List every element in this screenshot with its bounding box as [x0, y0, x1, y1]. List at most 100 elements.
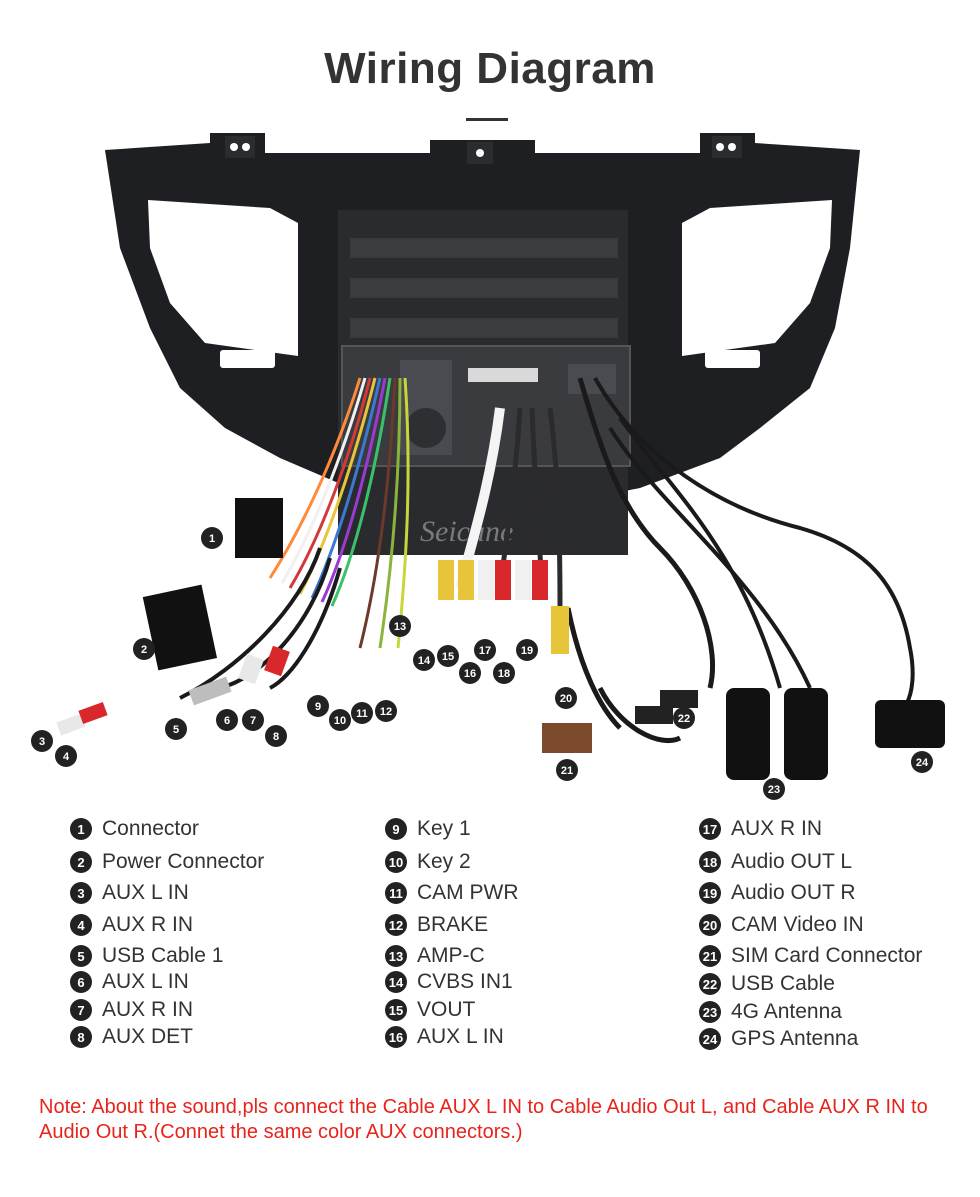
- legend-label: USB Cable 1: [102, 944, 224, 967]
- legend-number: 8: [70, 1026, 92, 1048]
- svg-text:23: 23: [768, 784, 780, 796]
- legend-label: AUX R IN: [102, 913, 194, 936]
- svg-text:12: 12: [380, 706, 392, 718]
- legend-label: CAM PWR: [417, 881, 519, 904]
- legend-number: 24: [699, 1028, 721, 1050]
- legend-number: 10: [385, 851, 407, 873]
- legend-label: USB Cable: [731, 972, 835, 995]
- left-window: [148, 200, 298, 356]
- legend-number: 12: [385, 914, 407, 936]
- svg-text:1: 1: [209, 533, 215, 545]
- legend-label: AUX R IN: [731, 817, 823, 840]
- svg-text:3: 3: [39, 736, 45, 748]
- legend-label: AMP-C: [417, 944, 485, 967]
- legend-number: 11: [385, 882, 407, 904]
- 4g-antenna-right: [784, 688, 828, 780]
- right-slot: [705, 350, 760, 368]
- legend-item: 4 AUX R IN: [70, 912, 193, 938]
- power-connector: [142, 584, 218, 671]
- svg-text:6: 6: [224, 715, 230, 727]
- legend-number: 17: [699, 818, 721, 840]
- svg-text:21: 21: [561, 765, 573, 777]
- legend-label: Audio OUT L: [731, 850, 853, 873]
- svg-text:4: 4: [63, 751, 70, 763]
- svg-text:16: 16: [464, 668, 476, 680]
- sim-connector: [542, 723, 592, 753]
- legend-item: 17 AUX R IN: [699, 816, 822, 842]
- legend-label: AUX L IN: [417, 1025, 504, 1048]
- legend-item: 1 Connector: [70, 816, 199, 842]
- gps-antenna: [875, 700, 945, 748]
- legend-number: 18: [699, 851, 721, 873]
- watermark: Seicane: [420, 515, 513, 548]
- legend-label: CAM Video IN: [731, 913, 864, 936]
- legend-number: 2: [70, 851, 92, 873]
- svg-text:11: 11: [356, 708, 368, 720]
- legend-number: 1: [70, 818, 92, 840]
- legend-item: 10 Key 2: [385, 849, 471, 875]
- svg-text:24: 24: [916, 757, 929, 769]
- legend-item: 24 GPS Antenna: [699, 1026, 858, 1052]
- legend-number: 4: [70, 914, 92, 936]
- legend-number: 20: [699, 914, 721, 936]
- legend-number: 7: [70, 999, 92, 1021]
- svg-text:17: 17: [479, 645, 491, 657]
- legend-item: 20 CAM Video IN: [699, 912, 864, 938]
- legend-item: 21 SIM Card Connector: [699, 943, 922, 969]
- svg-text:2: 2: [141, 644, 147, 656]
- svg-text:9: 9: [315, 701, 321, 713]
- legend-number: 5: [70, 945, 92, 967]
- callouts: 1 2 3 4 5 6 7 8 9 10 11 12 13 14 15 16 1…: [31, 527, 933, 800]
- legend-label: AUX L IN: [102, 881, 189, 904]
- rca-group-center: [438, 560, 548, 600]
- legend-item: 3 AUX L IN: [70, 880, 189, 906]
- legend-label: CVBS IN1: [417, 970, 513, 993]
- legend-label: Connector: [102, 817, 199, 840]
- legend-item: 2 Power Connector: [70, 849, 264, 875]
- svg-text:7: 7: [250, 715, 256, 727]
- legend-number: 22: [699, 973, 721, 995]
- legend-number: 13: [385, 945, 407, 967]
- legend-item: 22 USB Cable: [699, 971, 835, 997]
- legend-label: Audio OUT R: [731, 881, 856, 904]
- legend-label: GPS Antenna: [731, 1027, 859, 1050]
- usb-plug-1: [188, 676, 232, 706]
- svg-text:22: 22: [678, 713, 690, 725]
- legend-number: 21: [699, 945, 721, 967]
- legend-label: BRAKE: [417, 913, 489, 936]
- legend-label: AUX L IN: [102, 970, 189, 993]
- legend-label: AUX R IN: [102, 998, 194, 1021]
- svg-text:20: 20: [560, 693, 572, 705]
- legend-item: 5 USB Cable 1: [70, 943, 223, 969]
- legend-number: 19: [699, 882, 721, 904]
- legend-label: SIM Card Connector: [731, 944, 923, 967]
- legend-label: VOUT: [417, 998, 476, 1021]
- svg-text:8: 8: [273, 731, 279, 743]
- legend-number: 15: [385, 999, 407, 1021]
- svg-text:14: 14: [418, 655, 431, 667]
- svg-text:5: 5: [173, 724, 179, 736]
- sound-note: Note: About the sound,pls connect the Ca…: [39, 1096, 928, 1143]
- legend-label: Power Connector: [102, 850, 265, 873]
- legend-number: 9: [385, 818, 407, 840]
- svg-text:18: 18: [498, 668, 510, 680]
- legend-number: 3: [70, 882, 92, 904]
- legend-label: AUX DET: [102, 1025, 194, 1048]
- legend-item: 15 VOUT: [385, 997, 475, 1023]
- legend-item: 19 Audio OUT R: [699, 880, 856, 906]
- legend-number: 23: [699, 1001, 721, 1023]
- title-underline: [466, 118, 508, 121]
- page-title: Wiring Diagram: [324, 44, 656, 93]
- left-slot: [220, 350, 275, 368]
- legend-number: 6: [70, 971, 92, 993]
- legend-item: 6 AUX L IN: [70, 969, 189, 995]
- 4g-antenna-left: [726, 688, 770, 780]
- connector-1: [235, 498, 283, 558]
- legend-label: Key 2: [417, 850, 471, 873]
- svg-text:10: 10: [334, 715, 346, 727]
- rca-group-left: [56, 645, 290, 736]
